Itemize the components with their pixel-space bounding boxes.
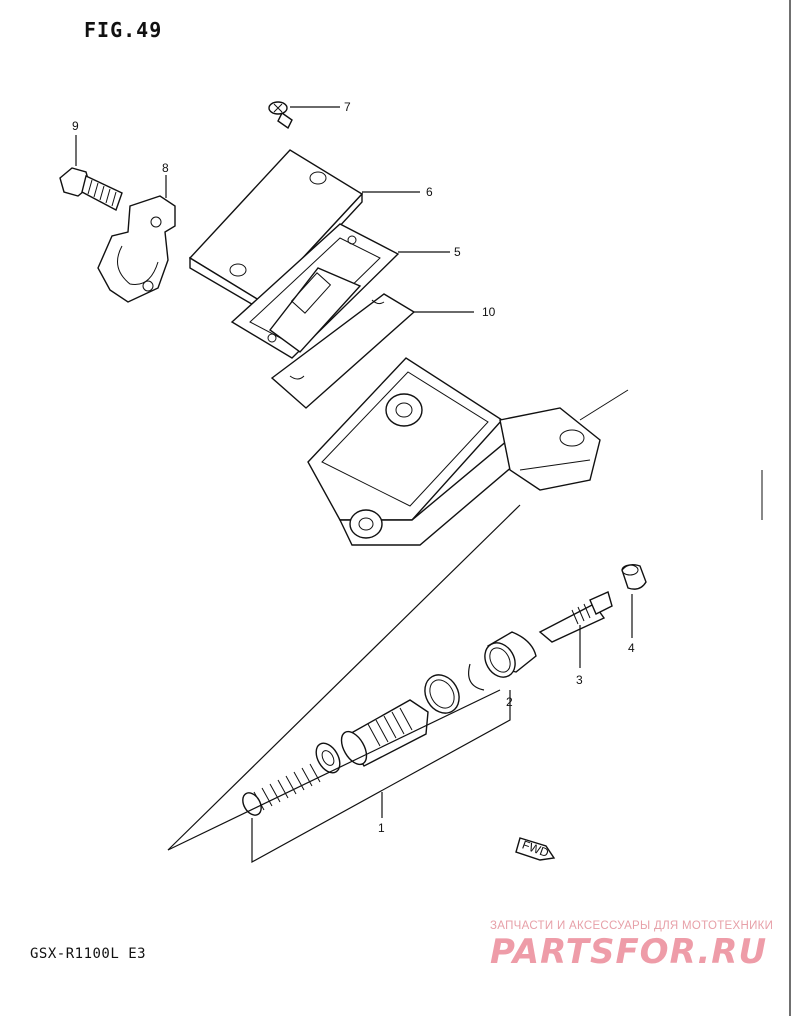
fwd-arrow: FWD (515, 837, 556, 861)
callout-1: 1 (378, 821, 385, 835)
part-9-bolt (59, 135, 123, 211)
model-code: GSX-R1100L E3 (30, 946, 147, 962)
watermark-tagline: ЗАПЧАСТИ И АКСЕССУАРЫ ДЛЯ МОТОТЕХНИКИ (490, 920, 774, 932)
callout-8: 8 (162, 161, 169, 175)
part-1-piston-assembly (242, 699, 511, 864)
callout-5: 5 (454, 245, 461, 259)
part-2-boot-seals (424, 631, 537, 714)
callout-4: 4 (628, 641, 635, 655)
part-7-screw (268, 101, 340, 130)
callout-2: 2 (506, 695, 513, 709)
callout-10: 10 (482, 305, 496, 319)
figure-title: FIG.49 (84, 18, 163, 42)
callout-6: 6 (426, 185, 433, 199)
callout-3: 3 (576, 673, 583, 687)
part-3-push-rod (538, 591, 613, 668)
callout-7: 7 (344, 100, 351, 114)
master-cylinder-body (307, 357, 629, 546)
guide-line (167, 504, 521, 851)
part-10-diaphragm (269, 267, 474, 409)
callout-9: 9 (72, 119, 79, 133)
watermark-logo: PARTSFOR.RU (490, 932, 768, 972)
part-8-clamp (97, 175, 176, 303)
guide-line (167, 689, 501, 851)
part-4-bushing (621, 563, 647, 638)
